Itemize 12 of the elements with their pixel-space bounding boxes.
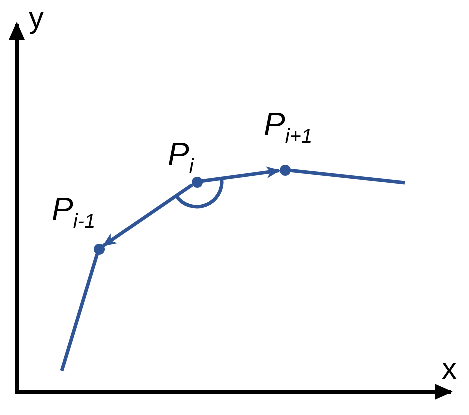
point-label: P$_{i+1}$ (264, 108, 313, 147)
point-label: P$_{i-1}$ (52, 193, 96, 232)
arrow (102, 184, 194, 248)
point-marker (94, 244, 104, 254)
arrow (202, 166, 281, 183)
point-marker (192, 176, 202, 188)
line-segment (290, 168, 406, 185)
point-label: P$_{i}$ (168, 138, 194, 177)
axis-label: y (29, 4, 44, 34)
point-marker (280, 164, 290, 176)
line-segment (60, 254, 100, 372)
axis-label: x (442, 355, 457, 385)
